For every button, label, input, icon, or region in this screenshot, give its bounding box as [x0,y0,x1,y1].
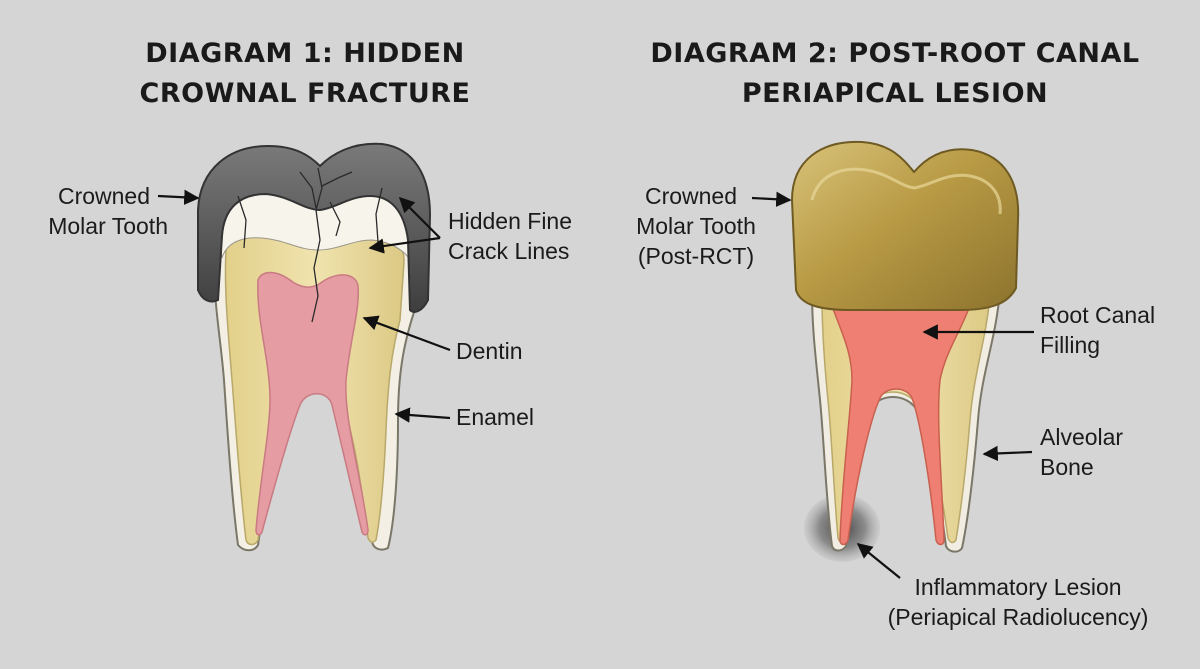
tooth2-gold-crown [790,140,1020,311]
arrow-crowned-2 [751,191,792,207]
label-alveolar-bone: Alveolar Bone [1040,424,1124,480]
label-root-canal-filling: Root Canal Filling [1040,302,1156,358]
diagram1-title: DIAGRAM 1: HIDDEN CROWNAL FRACTURE [139,38,471,109]
tooth-diagram-1 [197,142,432,552]
tooth-diagram-2 [790,140,1020,562]
label-crowned-molar-2: Crowned Molar Tooth (Post-RCT) [636,183,756,269]
tooth1-dark-crown [197,142,432,313]
label-enamel: Enamel [456,404,534,430]
arrow-dentin [362,315,451,352]
tooth1-crack-lines [237,167,383,323]
tooth1-arrows [157,189,451,423]
label-crowned-molar-1: Crowned Molar Tooth [48,183,168,239]
label-hidden-crack-lines: Hidden Fine Crack Lines [448,208,573,264]
arrow-crack-1a [398,196,441,239]
label-inflammatory-lesion: Inflammatory Lesion (Periapical Radioluc… [887,574,1149,630]
tooth2-canal-filling [828,299,974,546]
label-dentin: Dentin [456,338,523,364]
arrow-crack-1b [368,236,441,254]
diagram2-title: DIAGRAM 2: POST-ROOT CANAL PERIAPICAL LE… [650,38,1140,109]
arrow-lesion [856,543,901,579]
arrow-enamel [394,407,451,423]
tooth2-arrows [751,191,1034,579]
tooth2-crown-highlight [810,167,1002,215]
tooth1-pulp [255,271,369,536]
arrow-bone [982,445,1033,462]
arrow-crowned-1 [157,189,200,205]
